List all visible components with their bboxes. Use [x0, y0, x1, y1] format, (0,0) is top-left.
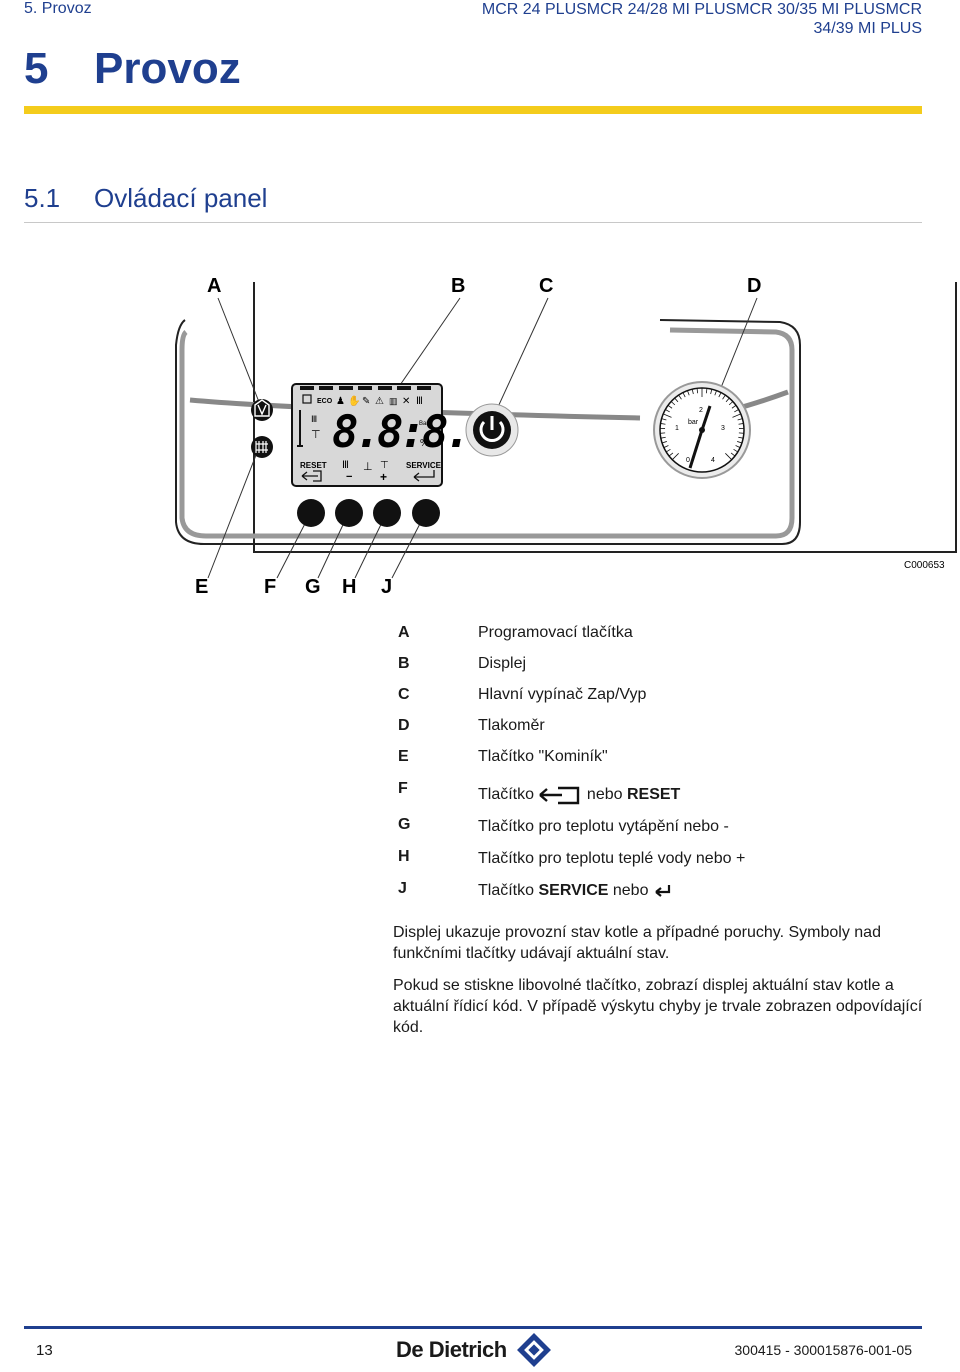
legend-key: A: [398, 624, 418, 642]
hand-icon: ✋: [348, 394, 360, 407]
legend-key: H: [398, 848, 418, 866]
legend-text: Tlačítko nebo RESET: [478, 784, 680, 806]
function-buttons[interactable]: [297, 499, 440, 527]
warning-icon: ⚠: [375, 396, 384, 407]
radiator-button-icon: Ⅲ: [342, 460, 349, 471]
label-h: H: [342, 576, 356, 598]
section-title-text: Ovládací panel: [94, 183, 267, 213]
gauge-tick-0: 0: [686, 457, 690, 464]
legend-text: Tlačítko pro teplotu teplé vody nebo +: [478, 850, 745, 868]
paragraph-display: Displej ukazuje provozní stav kotle a př…: [393, 922, 933, 964]
label-d: D: [747, 275, 761, 297]
chapter-rule: [24, 106, 922, 114]
label-e: E: [195, 576, 208, 598]
thermometer-button-icon: ⊥: [363, 461, 373, 473]
label-g: G: [305, 576, 321, 598]
label-b: B: [451, 275, 465, 297]
legend-key: E: [398, 748, 418, 766]
running-header-right: MCR 24 PLUSMCR 24/28 MI PLUSMCR 30/35 MI…: [422, 0, 922, 38]
tap-display-icon: ⊤: [311, 429, 321, 441]
legend-text: Programovací tlačítka: [478, 624, 633, 642]
enter-arrow-icon: [653, 883, 673, 899]
paragraph-buttons: Pokud se stiskne libovolné tlačítko, zob…: [393, 975, 933, 1038]
brand-logo: De Dietrich: [396, 1333, 556, 1372]
section-number: 5.1: [24, 183, 94, 214]
gauge-tick-1: 1: [675, 425, 679, 432]
legend-text-before: Tlačítko: [478, 786, 534, 803]
legend-text-bold: RESET: [627, 786, 680, 803]
legend-key: D: [398, 717, 418, 735]
legend-key: F: [398, 780, 418, 798]
legend-text: Displej: [478, 655, 526, 673]
legend-text-bold: SERVICE: [538, 882, 608, 899]
back-arrow-icon: [538, 784, 582, 806]
minus-label: −: [346, 471, 352, 483]
pressure-gauge: bar 0 1 2 3 4: [654, 382, 750, 478]
gauge-unit: bar: [688, 419, 699, 426]
legend-text: Hlavní vypínač Zap/Vyp: [478, 686, 646, 704]
footer-rule: [24, 1326, 922, 1329]
legend-text-after: nebo: [613, 882, 649, 899]
bar-unit: Bar: [419, 421, 428, 427]
gauge-tick-3: 3: [721, 425, 725, 432]
label-c: C: [539, 275, 553, 297]
percent-unit: %: [420, 438, 429, 449]
legend-text: Tlačítko "Kominík": [478, 748, 608, 766]
legend-text: Tlakoměr: [478, 717, 545, 735]
gauge-tick-2: 2: [699, 407, 703, 414]
legend-text: Tlačítko SERVICE nebo: [478, 882, 673, 900]
label-f: F: [264, 576, 276, 598]
power-button[interactable]: [466, 404, 518, 456]
legend-key: J: [398, 880, 418, 898]
eco-label: ECO: [317, 398, 333, 405]
figure-code: C000653: [904, 560, 945, 571]
header-models-line1: MCR 24 PLUSMCR 24/28 MI PLUSMCR 30/35 MI…: [422, 0, 922, 19]
control-panel-diagram: A B C D ECO: [0, 260, 960, 610]
reset-label: RESET: [300, 461, 327, 470]
brand-name: De Dietrich: [396, 1337, 507, 1362]
plus-label: +: [380, 470, 387, 484]
chapter-title-text: Provoz: [94, 44, 241, 93]
flame-off-icon: ✕: [402, 396, 410, 407]
legend-text-after: nebo: [587, 786, 623, 803]
page-number: 13: [36, 1342, 53, 1359]
gauge-tick-4: 4: [711, 457, 715, 464]
brand-diamond-icon: [517, 1333, 551, 1367]
display: ECO ♟ ✋ ✎ ⚠ ▥ ✕ Ⅲ Ⅲ ⊤ 8.8:8.8 Bar % RESE…: [292, 384, 492, 486]
radiator-display-icon: Ⅲ: [311, 414, 317, 424]
legend-key: B: [398, 655, 418, 673]
legend-key: G: [398, 816, 418, 834]
person-icon: ♟: [336, 396, 345, 407]
section-rule: [24, 222, 922, 223]
label-j: J: [381, 576, 392, 598]
chimney-icon: ▥: [389, 396, 398, 406]
radiator-small-icon: Ⅲ: [416, 396, 423, 407]
chapter-number: 5: [24, 44, 94, 94]
service-label: SERVICE: [406, 461, 442, 470]
running-header-left: 5. Provoz: [24, 0, 92, 18]
document-number: 300415 - 300015876-001-05: [735, 1342, 913, 1358]
legend-text-before: Tlačítko: [478, 882, 534, 899]
label-a: A: [207, 275, 221, 297]
wrench-icon: ✎: [362, 396, 370, 407]
header-models-line2: 34/39 MI PLUS: [422, 19, 922, 38]
legend-key: C: [398, 686, 418, 704]
legend-text: Tlačítko pro teplotu vytápění nebo -: [478, 818, 729, 836]
